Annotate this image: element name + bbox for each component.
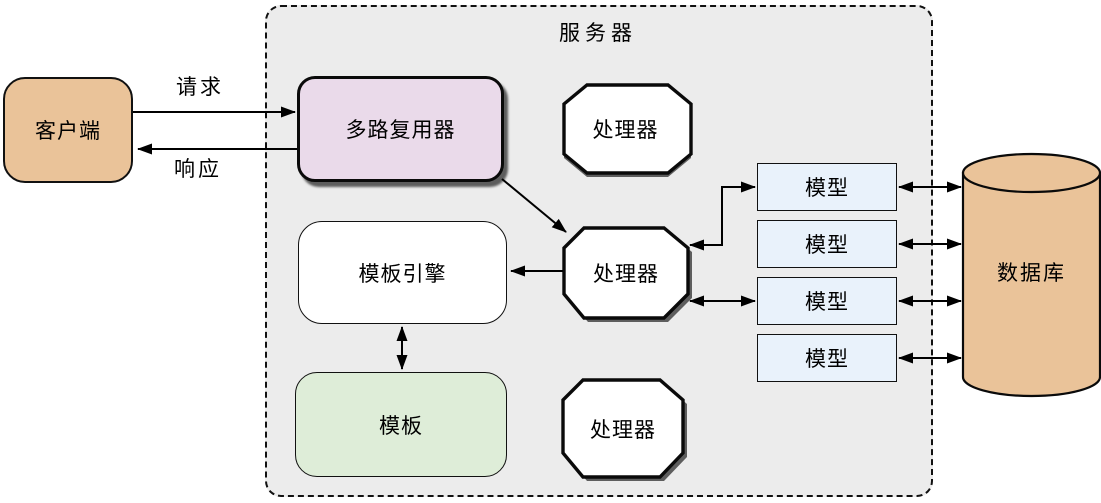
model-box-3: 模型: [757, 277, 897, 325]
model-box-4: 模型: [757, 334, 897, 382]
client-box: 客户端: [3, 77, 133, 183]
model-label-1: 模型: [805, 176, 849, 200]
response-arrow-label: 响应: [174, 157, 222, 181]
request-arrow-label: 请求: [176, 75, 224, 99]
model-box-1: 模型: [757, 163, 897, 211]
model-label-4: 模型: [805, 347, 849, 371]
model-label-2: 模型: [805, 233, 849, 257]
processor-label-3: 处理器: [590, 417, 656, 442]
template-engine-label: 模板引擎: [358, 261, 447, 286]
multiplexer-box: 多路复用器: [297, 76, 504, 182]
template-box: 模板: [295, 372, 507, 477]
processor-label-2: 处理器: [593, 262, 659, 286]
client-label: 客户端: [35, 119, 101, 143]
template-engine-box: 模板引擎: [298, 221, 507, 324]
multiplexer-label: 多路复用器: [345, 118, 456, 142]
model-box-2: 模型: [757, 220, 897, 268]
template-label: 模板: [379, 413, 423, 438]
database-label: 数据库: [997, 261, 1066, 285]
model-label-3: 模型: [805, 290, 849, 314]
processor-label-1: 处理器: [592, 118, 659, 142]
server-title: 服务器: [559, 21, 637, 45]
